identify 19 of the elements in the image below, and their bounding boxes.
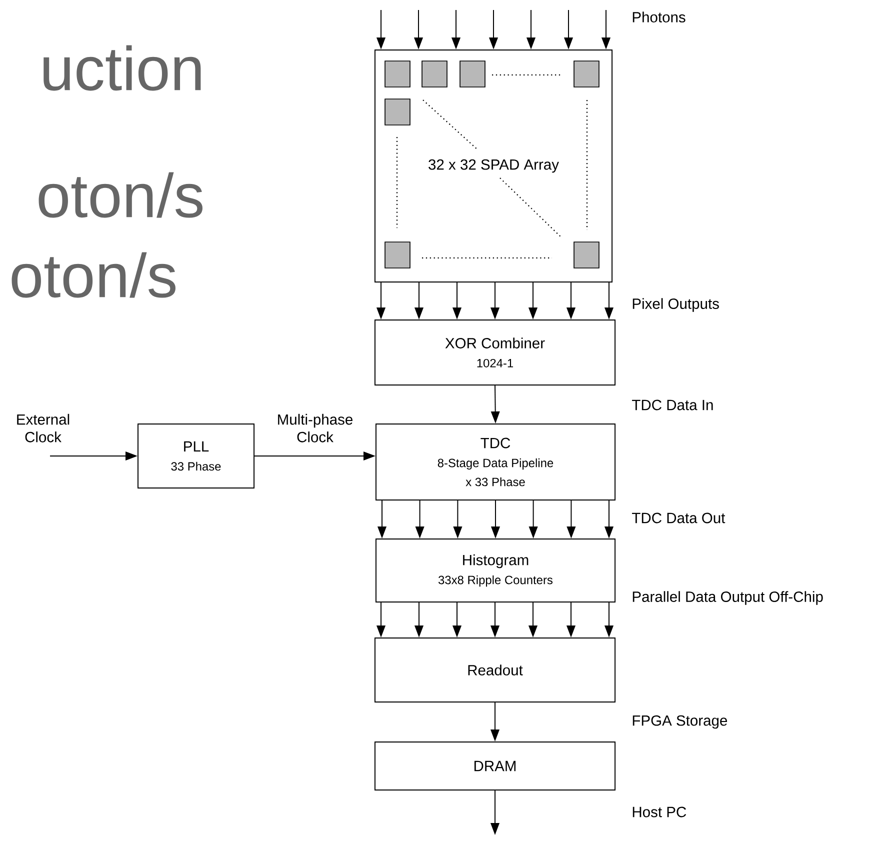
block-box: Histogram 33x8 Ripple Counters xyxy=(375,538,616,602)
block-box: PLL 33 Phase xyxy=(138,424,255,488)
edge-label: Multi-phase Clock xyxy=(278,414,352,442)
block-box: DRAM xyxy=(374,742,616,790)
slide-text: oton/s xyxy=(12,252,176,298)
edge-label: External Clock xyxy=(17,414,70,442)
signal-label: Host PC xyxy=(632,806,686,818)
slide-text: oton/s xyxy=(38,172,202,218)
block-box: Readout xyxy=(374,638,616,702)
block-box: XOR Combiner 1024-1 xyxy=(374,320,616,386)
spad-array-box: 32 x 32 SPAD Array xyxy=(374,49,613,283)
slide-text: uction xyxy=(44,45,201,91)
signal-label: Photons xyxy=(632,12,686,22)
signal-label: Pixel Outputs xyxy=(632,298,719,312)
signal-label: FPGA Storage xyxy=(632,715,728,729)
signal-label: Parallel Data Output Off-Chip xyxy=(632,591,823,605)
signal-label: TDC Data Out xyxy=(632,512,726,524)
block-box: TDC 8-Stage Data Pipeline x 33 Phase xyxy=(375,424,616,500)
signal-label: TDC Data In xyxy=(632,400,713,410)
